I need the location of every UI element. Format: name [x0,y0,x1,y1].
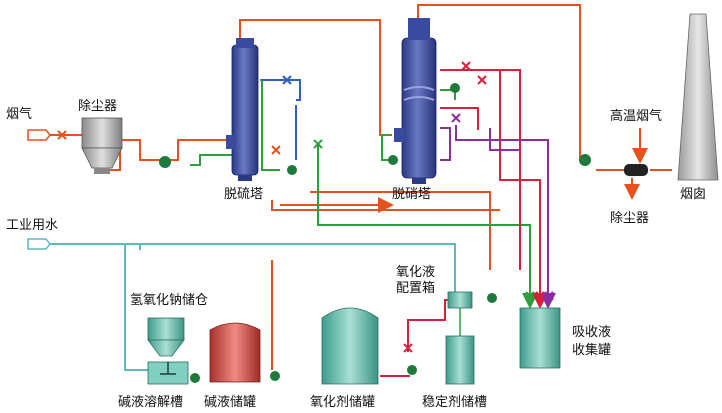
naoh-silo [147,317,185,357]
label-oxidant-prep-box-2: 配置箱 [396,280,435,296]
pump-icon [579,154,591,166]
desulfurization-tower [226,38,259,181]
valve-icon [535,291,545,301]
pump-icon [487,293,497,303]
valve-icons [271,61,554,353]
purple-pipes [440,125,556,309]
valve-icon [477,75,487,85]
alkali-dissolving-tank [147,361,189,385]
oxidant-storage-tank [321,307,379,385]
oxidant-prep-box [447,291,473,336]
label-desulfurization-tower: 脱硫塔 [224,187,263,202]
label-industrial-water: 工业用水 [6,218,58,233]
valve-icon [403,343,413,353]
green-pipes [190,79,538,309]
label-chimney: 烟囱 [680,187,706,202]
red-pipes [380,69,548,377]
valve-icon [282,75,292,85]
flue-gas-inlet [27,129,51,141]
label-high-temp-flue-gas: 高温烟气 [610,108,662,124]
valve-icon [57,130,67,140]
chimney [677,13,719,181]
pump-icon [270,371,280,381]
heat-exchanger [624,164,648,176]
valve-icon [451,113,461,123]
dust-collector-1 [81,117,123,174]
valve-icon [271,145,281,155]
pump-icons [159,83,591,383]
labels: 烟气 除尘器 脱硫塔 脱硝塔 高温烟气 烟囱 除尘器 工业用水 氢氧化钠储仓 氧… [6,99,706,410]
pump-icon [159,156,171,168]
label-absorbent-tank-2: 收集罐 [572,342,611,358]
label-flue-gas: 烟气 [6,106,32,122]
pump-icon [450,83,460,93]
label-denitration-tower: 脱硝塔 [392,187,431,202]
label-stabilizer-storage-tank: 稳定剂储槽 [422,394,487,410]
flue-gas-pipes [48,4,672,370]
valve-icon [313,139,323,149]
valve-icon [461,61,471,71]
label-oxidant-prep-box-1: 氧化液 [396,265,435,280]
absorbent-collection-tank [519,307,561,369]
pump-icon [388,155,398,165]
pump-icon [407,365,417,375]
label-alkali-dissolving-tank: 碱液溶解槽 [118,395,183,410]
label-dust-collector-1: 除尘器 [78,99,117,114]
label-naoh-silo: 氢氧化钠储仓 [130,293,208,308]
water-inlet [27,238,51,250]
label-oxidant-storage-tank: 氧化剂储罐 [310,395,375,410]
label-absorbent-tank-1: 吸收液 [572,325,611,340]
pump-icon [287,165,297,175]
stabilizer-storage-tank [445,335,475,385]
blue-pipes [262,79,301,160]
water-pipes [48,243,456,371]
denitration-tower [394,18,437,184]
label-alkali-storage-tank: 碱液储罐 [204,395,256,410]
valve-icon [525,291,535,301]
alkali-storage-tank [209,322,261,383]
pump-icon [190,373,200,383]
label-dust-collector-2: 除尘器 [610,211,649,226]
valve-icon [544,291,554,301]
